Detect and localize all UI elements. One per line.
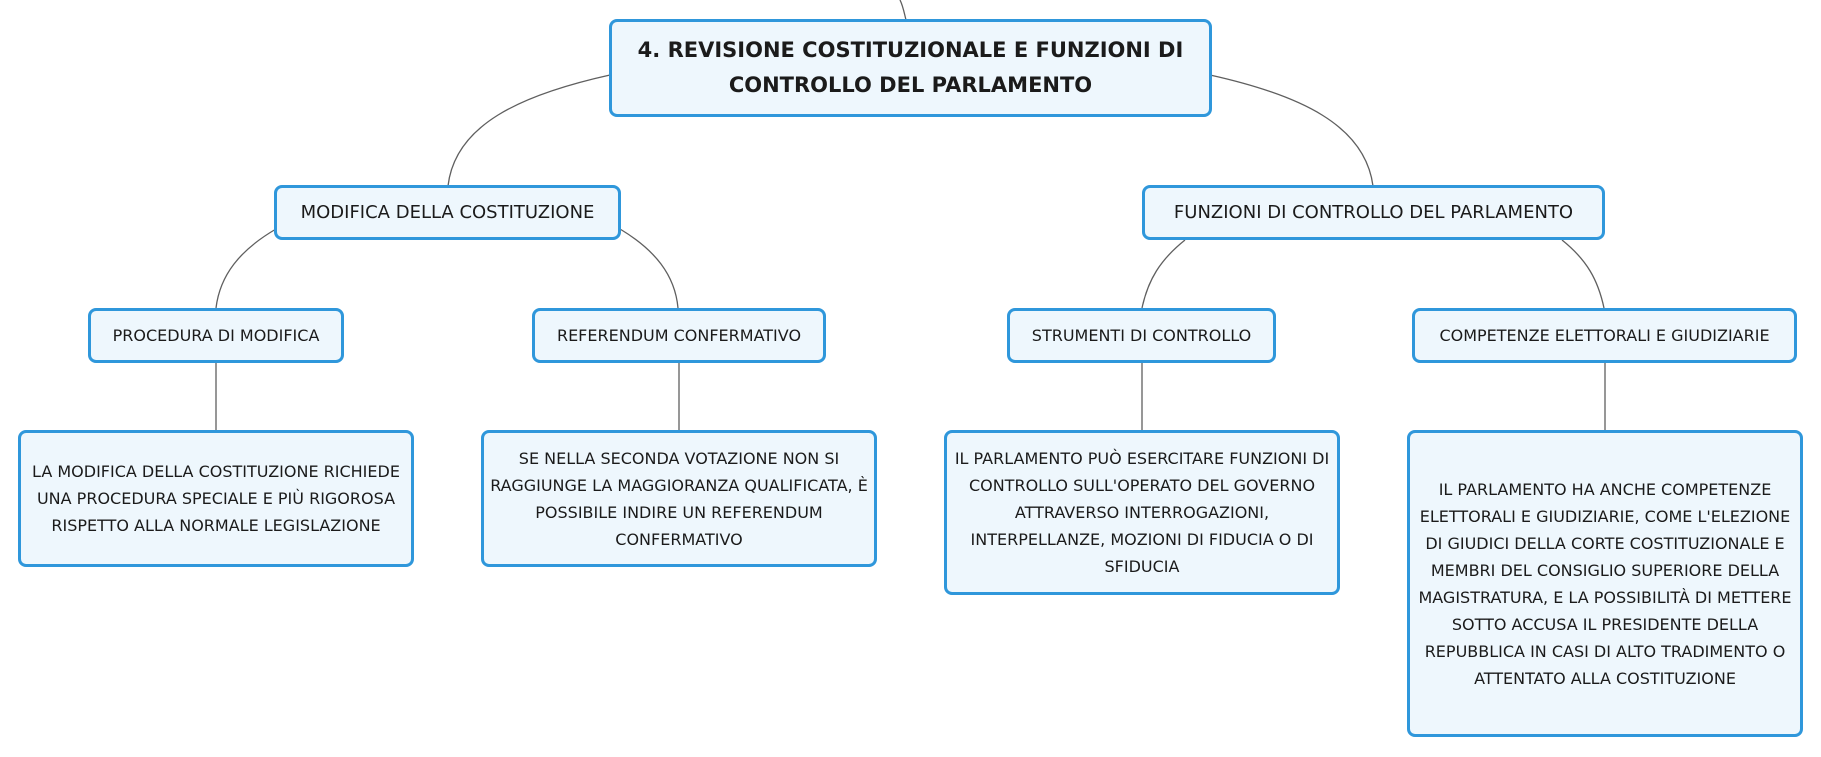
detail-referendum-confermativo[interactable]: SE NELLA SECONDA VOTAZIONE NON SI RAGGIU… (481, 430, 877, 567)
subtopic-referendum-confermativo-label: REFERENDUM CONFERMATIVO (556, 325, 802, 345)
root-topic-label: 4. REVISIONE COSTITUZIONALE E FUNZIONI D… (637, 38, 1184, 97)
connector-controllo-to-strumenti (1141, 239, 1186, 309)
subtopic-strumenti-controllo[interactable]: STRUMENTI DI CONTROLLO (1007, 308, 1276, 363)
topic-funzioni-controllo-label: FUNZIONI DI CONTROLLO DEL PARLAMENTO (1173, 201, 1574, 223)
detail-competenze-elettorali-text: IL PARLAMENTO HA ANCHE COMPETENZE ELETTO… (1418, 479, 1792, 688)
connector-modifica-to-referendum (619, 228, 679, 309)
root-topic[interactable]: 4. REVISIONE COSTITUZIONALE E FUNZIONI D… (609, 19, 1212, 117)
detail-procedura-modifica[interactable]: LA MODIFICA DELLA COSTITUZIONE RICHIEDE … (18, 430, 414, 567)
connector-parent-stub (899, 0, 907, 21)
connector-root-to-controllo (1209, 74, 1374, 187)
subtopic-competenze-elettorali-label: COMPETENZE ELETTORALI E GIUDIZIARIE (1439, 325, 1770, 345)
connector-root-to-modifica (447, 74, 611, 187)
topic-modifica-costituzione-label: MODIFICA DELLA COSTITUZIONE (300, 201, 595, 223)
topic-modifica-costituzione[interactable]: MODIFICA DELLA COSTITUZIONE (274, 185, 621, 240)
connector-modifica-to-procedura (215, 228, 277, 309)
subtopic-procedura-modifica-label: PROCEDURA DI MODIFICA (112, 325, 320, 345)
subtopic-competenze-elettorali[interactable]: COMPETENZE ELETTORALI E GIUDIZIARIE (1412, 308, 1797, 363)
detail-referendum-confermativo-text: SE NELLA SECONDA VOTAZIONE NON SI RAGGIU… (490, 448, 868, 549)
subtopic-strumenti-controllo-label: STRUMENTI DI CONTROLLO (1031, 325, 1252, 345)
subtopic-procedura-modifica[interactable]: PROCEDURA DI MODIFICA (88, 308, 344, 363)
connector-controllo-to-competenze (1561, 239, 1605, 309)
detail-procedura-modifica-text: LA MODIFICA DELLA COSTITUZIONE RICHIEDE … (32, 462, 400, 535)
detail-strumenti-controllo-text: IL PARLAMENTO PUÒ ESERCITARE FUNZIONI DI… (954, 449, 1330, 576)
subtopic-referendum-confermativo[interactable]: REFERENDUM CONFERMATIVO (532, 308, 826, 363)
detail-strumenti-controllo[interactable]: IL PARLAMENTO PUÒ ESERCITARE FUNZIONI DI… (944, 430, 1340, 595)
detail-competenze-elettorali[interactable]: IL PARLAMENTO HA ANCHE COMPETENZE ELETTO… (1407, 430, 1803, 737)
topic-funzioni-controllo[interactable]: FUNZIONI DI CONTROLLO DEL PARLAMENTO (1142, 185, 1605, 240)
